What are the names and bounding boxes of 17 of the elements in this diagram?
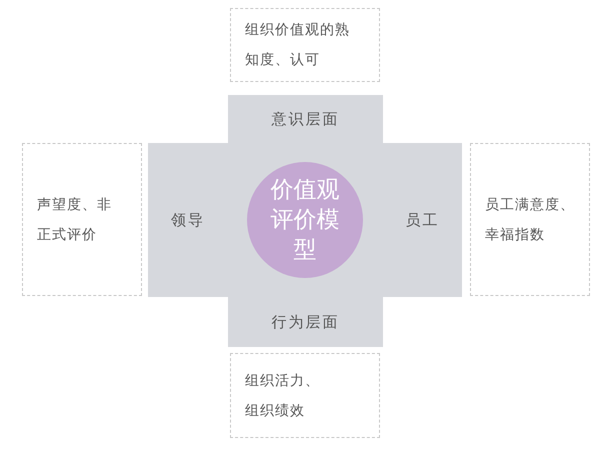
model-title: 价值观评价模型 <box>270 176 340 265</box>
cross-arm <box>228 297 383 347</box>
note-text: 组织活力、组织绩效 <box>245 372 321 420</box>
cross-arm <box>148 143 228 297</box>
cross-arm <box>383 143 462 297</box>
text-box <box>230 8 380 82</box>
arm-label: 领导 <box>171 210 205 230</box>
note-text: 员工满意度、幸福指数 <box>485 196 575 244</box>
text-box <box>470 143 590 296</box>
note-text: 组织价值观的熟知度、认可 <box>245 21 351 70</box>
text-box <box>22 143 142 296</box>
note-text: 声望度、非正式评价 <box>37 196 113 244</box>
arm-label: 意识层面 <box>272 110 340 128</box>
cross-arm <box>228 95 383 143</box>
arm-label: 员工 <box>406 210 440 230</box>
text-box <box>230 353 380 438</box>
arm-label: 行为层面 <box>272 312 340 332</box>
